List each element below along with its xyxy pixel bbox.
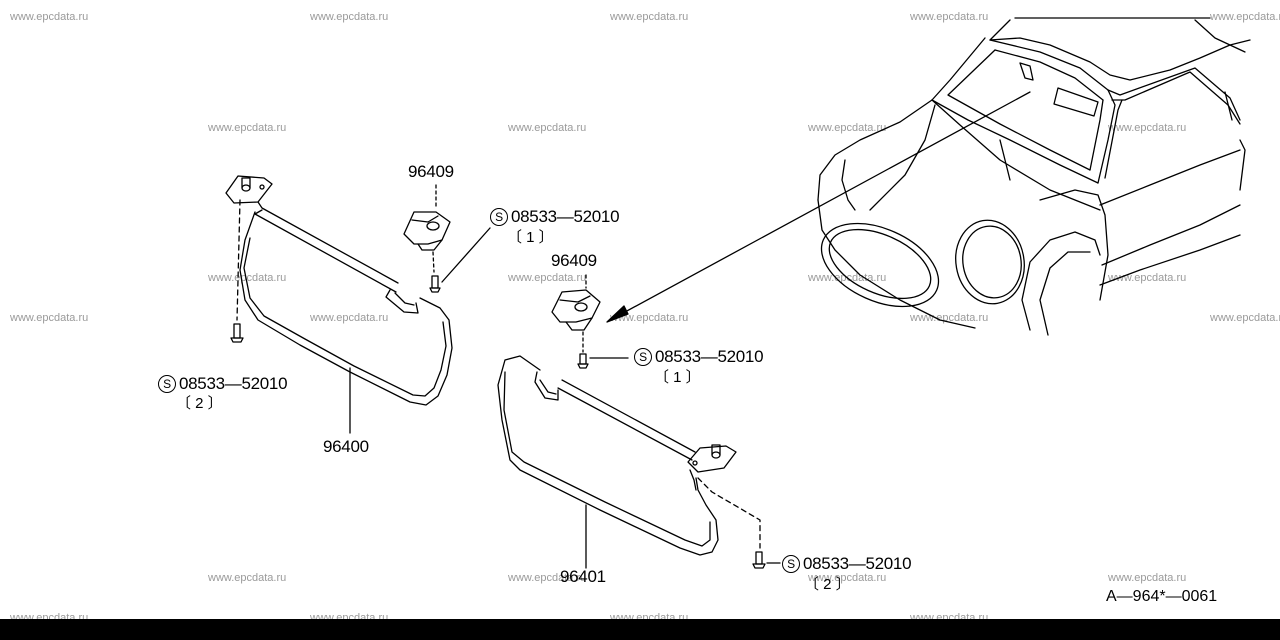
arrowhead: [606, 305, 629, 323]
standard-part-symbol: S: [490, 208, 508, 226]
watermark: www.epcdata.ru: [208, 122, 287, 134]
watermark: www.epcdata.ru: [10, 11, 89, 23]
screw-qty-visor-right: 〔 2 〕: [804, 576, 851, 593]
part-label-visor-right: 96401: [560, 567, 606, 586]
standard-part-symbol: S: [634, 348, 652, 366]
holder-left-drawing: [403, 184, 491, 293]
footer-bar: [0, 619, 1280, 640]
watermark: www.epcdata.ru: [610, 312, 689, 324]
screw-part-number: 08533—52010: [655, 347, 764, 366]
screw-part-number: 08533—52010: [179, 374, 288, 393]
screw-part-number: 08533—52010: [803, 554, 912, 573]
screw-part-number: 08533—52010: [511, 207, 620, 226]
visor-right-drawing: [497, 274, 781, 569]
standard-part-symbol: S: [158, 375, 176, 393]
visor-left-drawing: [225, 175, 453, 434]
watermark: www.epcdata.ru: [610, 11, 689, 23]
watermark: www.epcdata.ru: [808, 572, 887, 584]
watermark: www.epcdata.ru: [508, 572, 587, 584]
watermark: www.epcdata.ru: [808, 122, 887, 134]
watermark: www.epcdata.ru: [910, 11, 989, 23]
diagram-code: A—964*—0061: [1106, 588, 1218, 605]
location-arrow: [613, 91, 1031, 319]
screw-qty-holder-right: 〔 1 〕: [654, 369, 701, 386]
watermark: www.epcdata.ru: [310, 11, 389, 23]
watermark: www.epcdata.ru: [1210, 11, 1280, 23]
watermark: www.epcdata.ru: [508, 122, 587, 134]
watermark: www.epcdata.ru: [208, 572, 287, 584]
watermark: www.epcdata.ru: [208, 272, 287, 284]
watermark: www.epcdata.ru: [508, 272, 587, 284]
standard-part-symbol: S: [782, 555, 800, 573]
screw-qty-holder-left: 〔 1 〕: [507, 229, 554, 246]
watermark: www.epcdata.ru: [310, 312, 389, 324]
part-label-holder-left: 96409: [408, 162, 454, 181]
car-illustration: [817, 17, 1251, 336]
watermark: www.epcdata.ru: [1210, 312, 1280, 324]
screw-qty-visor-left: 〔 2 〕: [176, 395, 223, 412]
part-label-visor-left: 96400: [323, 437, 369, 456]
watermark: www.epcdata.ru: [1108, 572, 1187, 584]
part-label-holder-right: 96409: [551, 251, 597, 270]
watermark: www.epcdata.ru: [10, 312, 89, 324]
watermark: www.epcdata.ru: [1108, 122, 1187, 134]
